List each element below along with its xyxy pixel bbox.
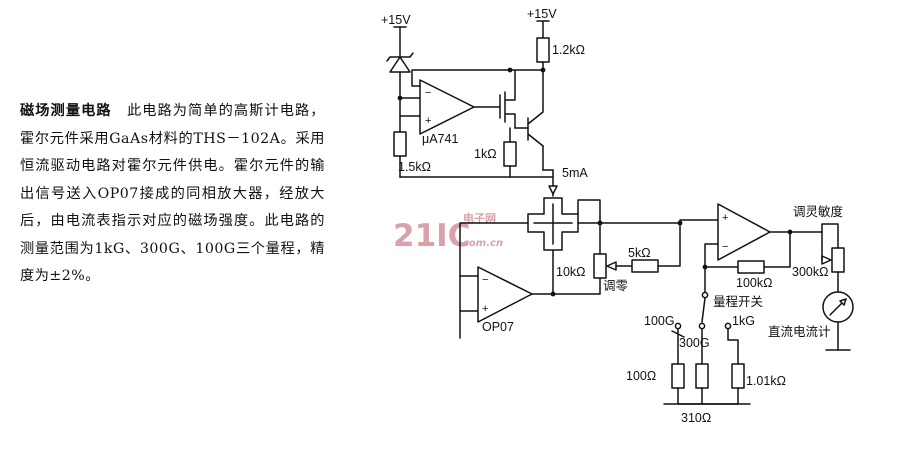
description-body: 此电路为简单的高斯计电路，霍尔元件采用GaAs材料的THS－102A。采用恒流驱… (20, 103, 325, 284)
junction-dot (397, 95, 403, 101)
junction-dot (677, 220, 683, 226)
description-title: 磁场测量电路 (20, 103, 112, 119)
watermark-en: com.cn (463, 238, 503, 249)
switch-contact-300g (698, 322, 706, 330)
label-r-top: 1.2kΩ (552, 43, 585, 57)
svg-text:+: + (425, 115, 431, 127)
label-r-310: 310Ω (681, 411, 711, 425)
watermark-number: 21IC (393, 218, 470, 254)
label-vcc-right: +15V (527, 7, 557, 21)
watermark-cn: 电子网 (463, 211, 496, 225)
label-r-1k01: 1.01kΩ (746, 374, 786, 388)
label-opamp2: OP07 (482, 320, 514, 334)
resistor-1k01 (731, 363, 745, 389)
wire (671, 328, 685, 365)
resistor-100 (671, 363, 685, 389)
opamp-ua741 (419, 79, 475, 135)
zener-bar (386, 52, 414, 62)
svg-text:−: − (482, 274, 488, 286)
wire (399, 71, 421, 99)
current-arrow-icon (548, 185, 558, 195)
junction-dot (507, 67, 513, 73)
switch-contact-1kg (724, 322, 732, 330)
opamp-op07 (477, 266, 533, 323)
hall-inner (533, 203, 573, 245)
label-r-1k5: 1.5kΩ (398, 160, 431, 174)
description-text: 磁场测量电路 此电路为简单的高斯计电路，霍尔元件采用GaAs材料的THS－102… (20, 98, 325, 291)
label-pot-10k: 10kΩ (556, 265, 586, 279)
resistor-1k2 (536, 37, 550, 63)
wire (821, 223, 839, 249)
reference-section: − + (386, 26, 511, 178)
transistor2-icon (527, 69, 544, 147)
label-meter: 直流电流计 (768, 325, 831, 339)
label-r-100: 100Ω (626, 369, 656, 383)
svg-text:−: − (722, 241, 728, 253)
potentiometer-300k (831, 247, 845, 273)
label-range-1kg: 1kG (732, 314, 755, 328)
zener-diode-icon (389, 56, 411, 73)
wire (459, 222, 529, 312)
svg-text:+: + (722, 212, 728, 224)
wire (552, 277, 601, 295)
output-amp: + − (599, 203, 854, 351)
switch-contact-100g (674, 322, 682, 330)
label-range-switch: 量程开关 (713, 294, 763, 309)
resistor-1k5 (393, 131, 407, 157)
switch-pivot (701, 291, 709, 299)
transistor1-icon (504, 69, 516, 129)
label-r-1k: 1kΩ (474, 147, 497, 161)
resistor-100k (737, 260, 765, 274)
potentiometer-10k (593, 253, 607, 279)
range-switch (663, 266, 751, 405)
label-vcc-left: +15V (381, 13, 411, 27)
hall-element (459, 197, 603, 312)
resistor-1k (503, 141, 517, 167)
wire (727, 328, 739, 365)
opamp-output (717, 203, 771, 261)
svg-text:+: + (482, 303, 488, 315)
label-range-300g: 300G (679, 336, 710, 350)
wire (577, 199, 601, 224)
junction-dot (787, 229, 793, 235)
label-r-5k: 5kΩ (628, 246, 651, 260)
watermark: 21IC 电子网 com.cn (393, 211, 503, 254)
zero-adjust (593, 222, 681, 279)
label-current: 5mA (562, 166, 588, 180)
op07-section: − + (459, 266, 601, 339)
svg-text:−: − (425, 87, 431, 99)
schematic-labels: +15V +15V 1.2kΩ μA741 1kΩ 1.5kΩ 5mA 5kΩ … (381, 7, 844, 425)
label-sens-adj: 调灵敏度 (793, 204, 844, 219)
resistor-310 (695, 363, 709, 389)
wire (763, 231, 791, 268)
wire (536, 20, 550, 39)
wire (599, 219, 719, 224)
wire (657, 222, 681, 267)
label-opamp1: μA741 (422, 132, 458, 146)
wire (677, 387, 739, 405)
resistor-5k (631, 259, 659, 273)
switch-blade (701, 297, 706, 323)
wire (399, 97, 421, 117)
wire (411, 69, 511, 87)
label-range-100g: 100G (644, 314, 675, 328)
current-source (399, 20, 558, 197)
meter-arrow (839, 298, 847, 306)
label-zero-adj: 调零 (603, 279, 629, 293)
pot-wiper-icon (606, 261, 617, 271)
pot-wiper-icon (821, 255, 832, 265)
label-r-300k: 300kΩ (792, 265, 828, 279)
wire (704, 243, 719, 268)
label-r-100k: 100kΩ (736, 276, 772, 290)
